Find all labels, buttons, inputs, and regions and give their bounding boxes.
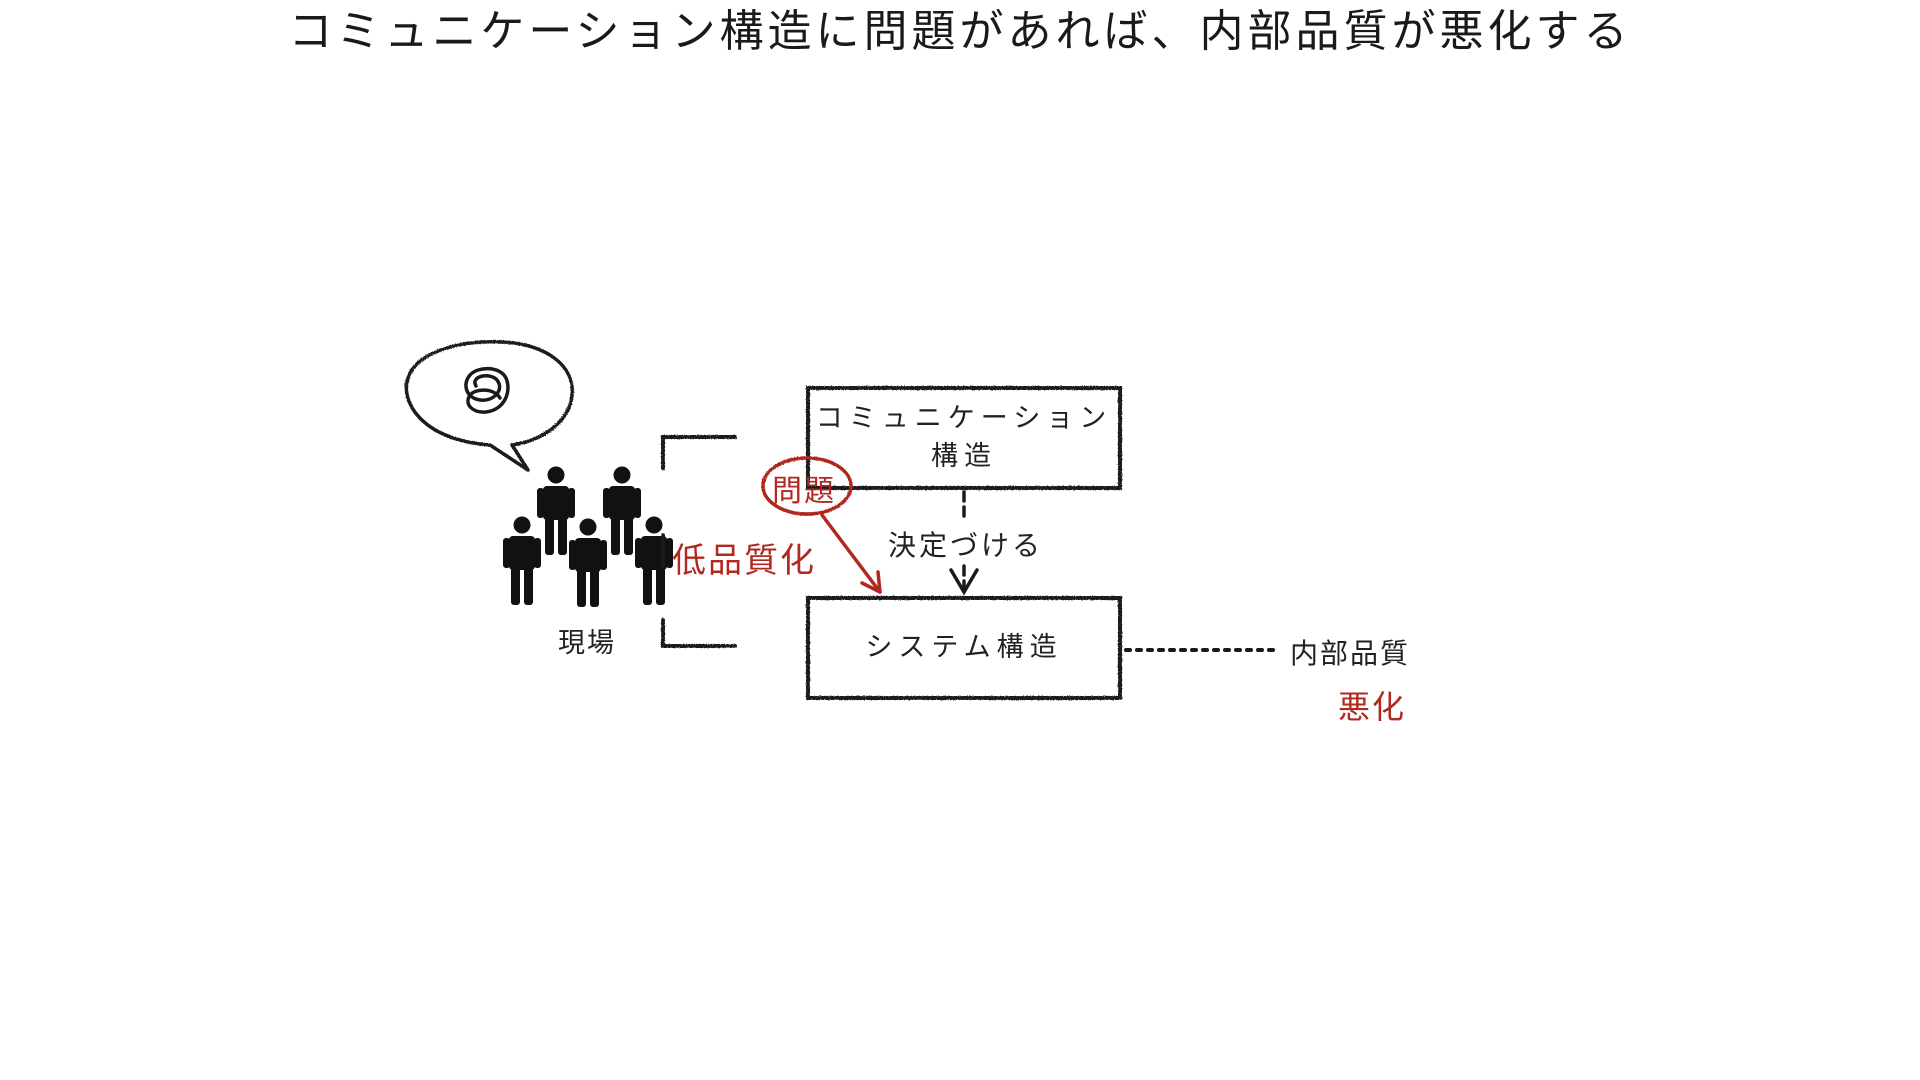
person-icon bbox=[603, 466, 641, 555]
low-quality-label: 低品質化 bbox=[672, 541, 816, 581]
person-icon bbox=[503, 516, 541, 605]
worsen-label: 悪化 bbox=[1338, 688, 1407, 726]
problem-label: 問題 bbox=[772, 474, 836, 509]
people-label: 現場 bbox=[558, 628, 616, 659]
person-icon bbox=[569, 518, 607, 607]
speech-bubble bbox=[404, 339, 574, 472]
problem-arrow bbox=[820, 513, 882, 594]
system-structure-box bbox=[806, 596, 1122, 700]
determines-arrow bbox=[949, 490, 979, 596]
communication-structure-line2: 構造 bbox=[931, 441, 997, 472]
communication-structure-box bbox=[806, 386, 1122, 490]
problem-circle bbox=[761, 456, 853, 516]
system-structure-box-label: システム構造 bbox=[865, 632, 1063, 663]
group-of-people-icon bbox=[503, 466, 673, 607]
person-icon bbox=[635, 516, 673, 605]
swirl-confusion-icon bbox=[464, 366, 510, 414]
internal-quality-label: 内部品質 bbox=[1290, 637, 1411, 670]
person-icon bbox=[537, 466, 575, 555]
communication-structure-box-label: コミュニケーション 構造 bbox=[808, 400, 1120, 476]
communication-structure-line1: コミュニケーション bbox=[815, 403, 1113, 434]
determines-label: 決定づける bbox=[888, 529, 1044, 562]
bracket bbox=[661, 435, 737, 648]
slide-title: コミュニケーション構造に問題があれば、内部品質が悪化する bbox=[288, 6, 1632, 57]
